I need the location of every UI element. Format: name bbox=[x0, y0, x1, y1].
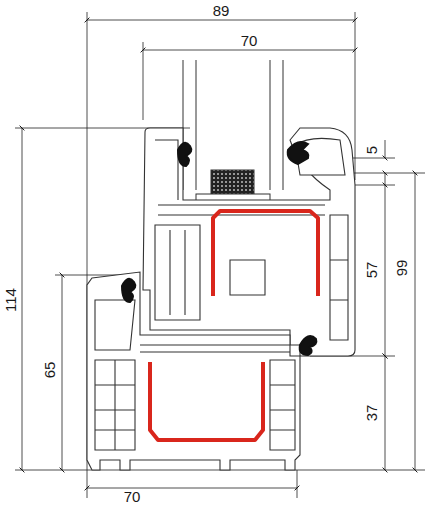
sash-profile bbox=[143, 128, 355, 356]
gaskets bbox=[122, 142, 316, 355]
dimension-label: 70 bbox=[239, 33, 260, 49]
dimension-label: 65 bbox=[42, 360, 58, 381]
dimension-label: 70 bbox=[122, 489, 143, 505]
dimension-label: 99 bbox=[394, 258, 410, 279]
steel-reinforcement bbox=[150, 211, 318, 440]
dimension-label: 89 bbox=[211, 3, 232, 19]
glazing bbox=[183, 60, 283, 202]
dimension-label: 57 bbox=[364, 260, 380, 281]
dimension-label: 37 bbox=[364, 403, 380, 424]
dimension-label: 114 bbox=[3, 286, 19, 314]
dimension-lines bbox=[15, 12, 425, 498]
dimension-label: 5 bbox=[364, 144, 380, 156]
frame-profile bbox=[87, 272, 300, 470]
